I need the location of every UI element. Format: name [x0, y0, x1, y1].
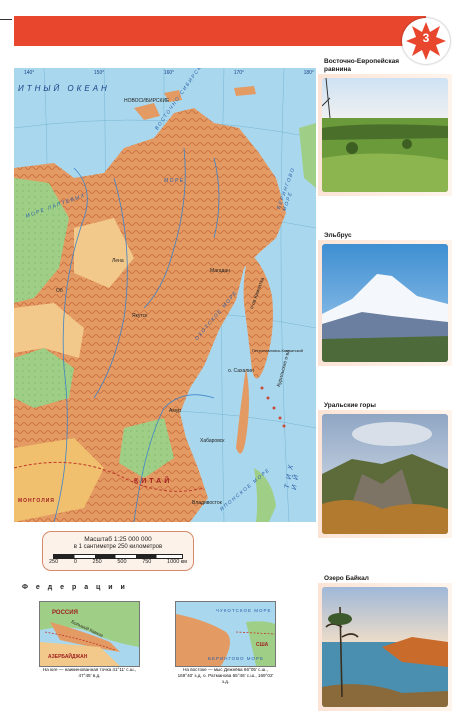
sakhalin-label: о. Сахалин [228, 368, 254, 374]
photo-label-elbrus: Эльбрус [324, 232, 352, 239]
photo-baikal [322, 587, 448, 707]
magadan-label: Магадан [210, 268, 230, 274]
star-burst-icon [406, 22, 446, 60]
mongoliya-label: МОНГОЛИЯ [18, 498, 55, 504]
coord-labels-top: 140°150°160°170°180° [24, 70, 314, 76]
inset-east-caption: На востоке — мыс Дежнёва 66°05' с.ш., 16… [175, 667, 276, 685]
page-number: 3 [422, 31, 430, 45]
photo-card-elbrus [318, 240, 452, 366]
scale-box: Масштаб 1:25 000 000 в 1 сантиметре 250 … [42, 531, 194, 571]
photo-card-plain [318, 74, 452, 196]
petrop-label: Петропавловск-Камчатский [252, 348, 303, 353]
federation-title: Ф е д е р а ц и и [22, 584, 128, 591]
inset-east: ЧУКОТСКОЕ МОРЕ БЕРИНГОВО МОРЕ США [175, 601, 276, 667]
scale-subtitle: в 1 сантиметре 250 километров [73, 544, 163, 550]
main-map: 140°150°160°170°180° ИТНЫЙ ОКЕАН НОВОСИБ… [14, 68, 316, 522]
photo-elbrus [322, 244, 448, 362]
left-rule [0, 19, 12, 20]
photo-card-ural [318, 410, 452, 538]
photo-label-ural: Уральские горы [324, 402, 376, 409]
scale-title: Масштаб 1:25 000 000 [84, 536, 152, 543]
more-label: МОРЕ [164, 178, 185, 184]
vladivostok-label: Владивосток [192, 500, 222, 506]
inset-east-bering-label: БЕРИНГОВО МОРЕ [208, 656, 264, 661]
inset-south-caption: На юге — наименованная точка 41°11' с.ш.… [39, 667, 140, 679]
inset-south-russia-label: РОССИЯ [52, 610, 78, 616]
khabarovsk-label: Хабаровск [200, 438, 225, 444]
photo-card-baikal [318, 583, 452, 711]
header-bar [14, 16, 426, 46]
inset-east-usa-label: США [256, 642, 269, 648]
photo-plain [322, 78, 448, 192]
inset-east-chuk-label: ЧУКОТСКОЕ МОРЕ [216, 608, 272, 613]
inset-south: РОССИЯ Большой Кавказ АЗЕРБАЙДЖАН [39, 601, 140, 667]
amur-label: Амур [169, 408, 182, 414]
ob-label: Об [56, 288, 63, 294]
novosib-label: НОВОСИБИРСКИЕ [124, 98, 170, 104]
lena-label: Лена [112, 258, 124, 264]
photo-label-baikal: Озеро Байкал [324, 575, 369, 582]
photo-ural [322, 414, 448, 534]
kitay-label: КИТАЙ [134, 478, 173, 485]
scale-line [53, 554, 183, 559]
page-badge: 3 [402, 18, 450, 64]
yakutsk-label: Якутск [132, 313, 148, 319]
ocean-label: ИТНЫЙ ОКЕАН [18, 84, 110, 93]
photo-label-plain: Восточно-Европейская равнина [324, 58, 400, 73]
inset-south-azer-label: АЗЕРБАЙДЖАН [48, 654, 88, 660]
